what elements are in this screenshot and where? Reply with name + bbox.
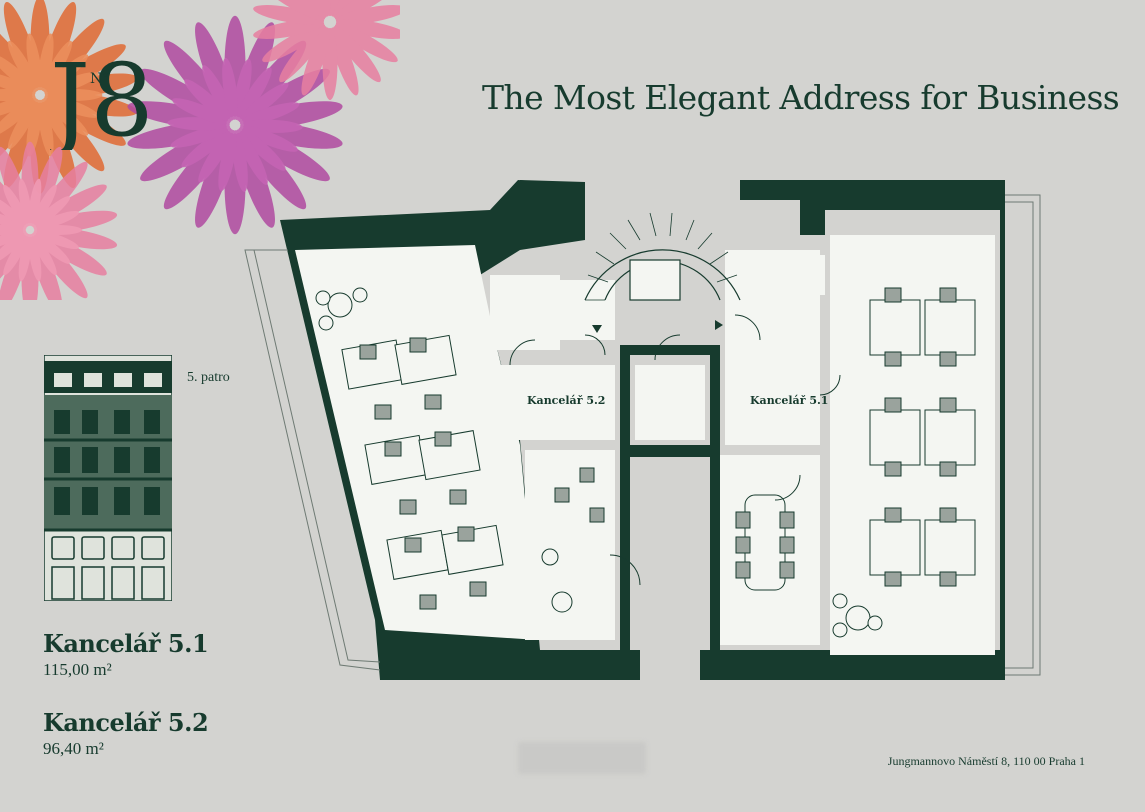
chair-group <box>359 287 957 610</box>
floor-plan: Kancelář 5.2 Kancelář 5.1 <box>244 180 1041 680</box>
logo-superscript: N° <box>90 71 109 87</box>
office-area: 115,00 m² <box>43 660 112 679</box>
office-5-2-info: Kancelář 5.2 96,40 m² <box>43 708 209 759</box>
building-facade-icon <box>44 355 172 601</box>
floor-label: 5. patro <box>187 370 230 385</box>
room-label-office-5-2: Kancelář 5.2 <box>527 394 605 407</box>
office-area: 96,40 m² <box>43 739 104 758</box>
arrow-down-icon <box>592 325 602 333</box>
office-name: Kancelář 5.1 <box>43 629 209 658</box>
brand-logo: J8 N° <box>50 45 154 150</box>
address-text: Jungmannovo Náměstí 8, 110 00 Praha 1 <box>887 754 1085 768</box>
balcony-outline <box>244 194 1041 676</box>
arrow-right-icon <box>715 320 723 330</box>
office-name: Kancelář 5.2 <box>43 708 209 737</box>
redacted-area <box>518 742 646 774</box>
round-table-group <box>315 287 883 638</box>
office-5-1-info: Kancelář 5.1 115,00 m² <box>43 629 209 680</box>
room-label-office-5-1: Kancelář 5.1 <box>750 394 828 407</box>
door-group <box>509 314 841 586</box>
logo-letter: J8 <box>50 45 154 150</box>
page-headline: The Most Elegant Address for Business <box>482 78 1120 117</box>
staircase <box>584 212 741 301</box>
